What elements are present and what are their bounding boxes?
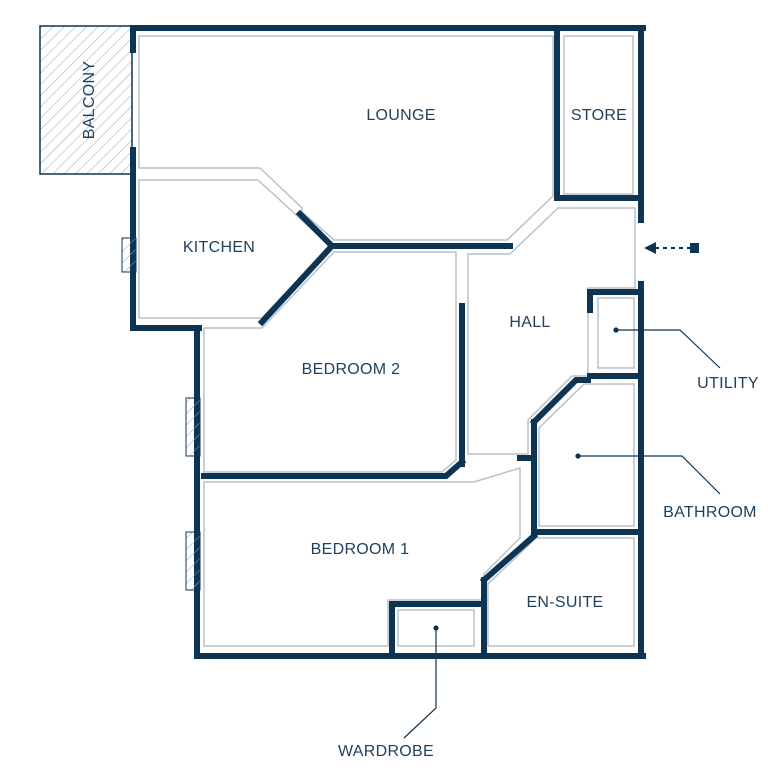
en-suite-label: EN-SUITE [526, 594, 603, 611]
bathroom-label: BATHROOM [663, 504, 757, 521]
callout-labels: UTILITY BATHROOM WARDROBE [338, 375, 759, 760]
wardrobe-label: WARDROBE [338, 743, 434, 760]
store-label: STORE [571, 107, 627, 124]
room-labels: BALCONY LOUNGE STORE KITCHEN HALL BEDROO… [81, 61, 627, 611]
kitchen-label: KITCHEN [183, 239, 255, 256]
window-hatch-icon [121, 237, 137, 273]
window-hatch-icon [185, 397, 201, 457]
hall-label: HALL [509, 314, 550, 331]
callout-lines [403, 327, 721, 739]
utility-label: UTILITY [697, 375, 759, 392]
bedroom2-label: BEDROOM 2 [302, 361, 401, 378]
bedroom1-label: BEDROOM 1 [311, 541, 410, 558]
entrance-arrow-icon [644, 242, 699, 254]
balcony [39, 25, 133, 175]
balcony-label: BALCONY [81, 61, 98, 140]
windows [121, 237, 201, 591]
window-hatch-icon [185, 531, 201, 591]
lounge-label: LOUNGE [366, 107, 435, 124]
